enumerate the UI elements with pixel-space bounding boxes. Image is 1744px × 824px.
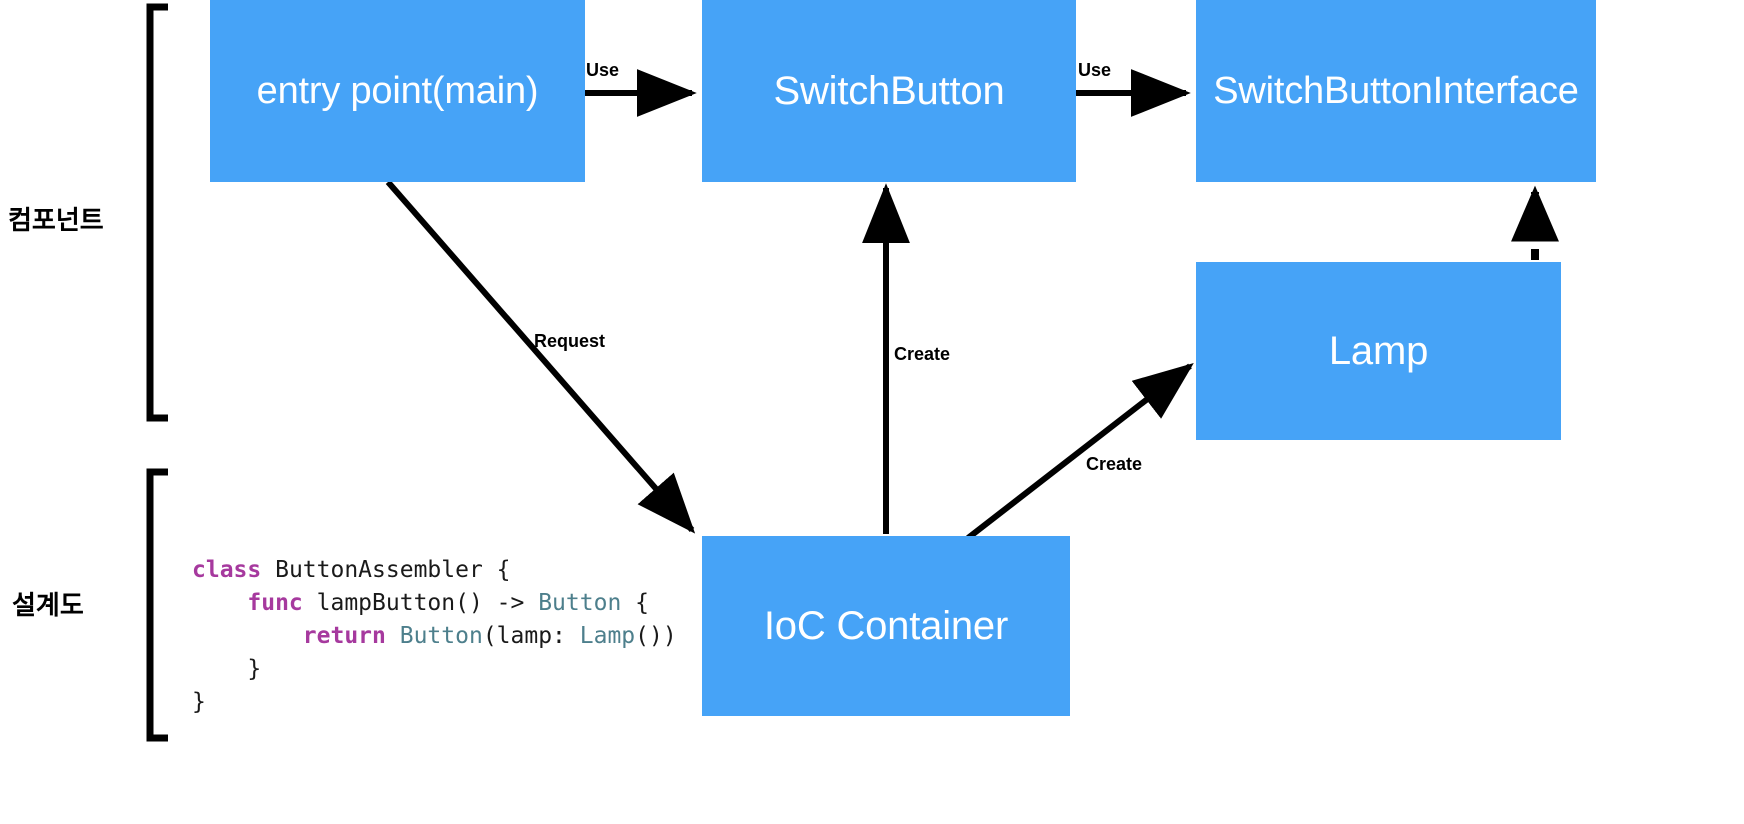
code-token: (lamp: <box>482 623 580 649</box>
code-token: ButtonAssembler { <box>275 557 511 583</box>
node-switch-button-interface-label: SwitchButtonInterface <box>1213 69 1579 112</box>
node-switch-button-interface[interactable]: SwitchButtonInterface <box>1196 0 1596 182</box>
edge-label-switch-interface: Use <box>1078 60 1112 80</box>
node-entry-point-label: entry point(main) <box>256 69 539 112</box>
code-line: return Button(lamp: Lamp()) <box>192 620 677 653</box>
group-label-components: 컴포넌트 <box>8 205 104 235</box>
code-token: Button <box>538 590 636 616</box>
node-ioc-container-label: IoC Container <box>763 603 1009 648</box>
code-token: { <box>635 590 649 616</box>
edge-entry-ioc <box>385 180 696 534</box>
code-token: Button <box>399 623 483 649</box>
code-token: lampButton() -> <box>316 590 539 616</box>
node-switch-button-label: SwitchButton <box>773 68 1005 113</box>
bracket-components <box>146 3 168 422</box>
node-lamp-label: Lamp <box>1328 328 1429 373</box>
edge-label-ioc-switch: Create <box>894 344 951 364</box>
node-lamp[interactable]: Lamp <box>1196 262 1561 440</box>
code-token <box>192 623 303 649</box>
edge-label-entry-ioc: Request <box>534 331 606 351</box>
node-entry-point[interactable]: entry point(main) <box>210 0 585 182</box>
node-switch-button[interactable]: SwitchButton <box>702 0 1076 182</box>
code-line: class ButtonAssembler { <box>192 554 677 587</box>
code-token <box>192 590 247 616</box>
bracket-blueprint <box>146 468 168 742</box>
code-token: } <box>192 689 206 715</box>
code-line: func lampButton() -> Button { <box>192 587 677 620</box>
blueprint-code-block: class ButtonAssembler { func lampButton(… <box>192 554 677 719</box>
edge-ioc-lamp <box>966 363 1194 541</box>
edge-label-entry-switch: Use <box>586 60 620 80</box>
edge-label-ioc-lamp: Create <box>1086 454 1143 474</box>
group-label-blueprint: 설계도 <box>12 590 84 620</box>
code-token: func <box>247 590 317 616</box>
code-line: } <box>192 686 677 719</box>
code-token: class <box>192 557 276 583</box>
code-token: ()) <box>635 623 677 649</box>
code-line: } <box>192 653 677 686</box>
code-token: return <box>302 623 400 649</box>
code-token: Lamp <box>579 623 636 649</box>
node-ioc-container[interactable]: IoC Container <box>702 536 1070 716</box>
code-token: } <box>192 656 262 682</box>
